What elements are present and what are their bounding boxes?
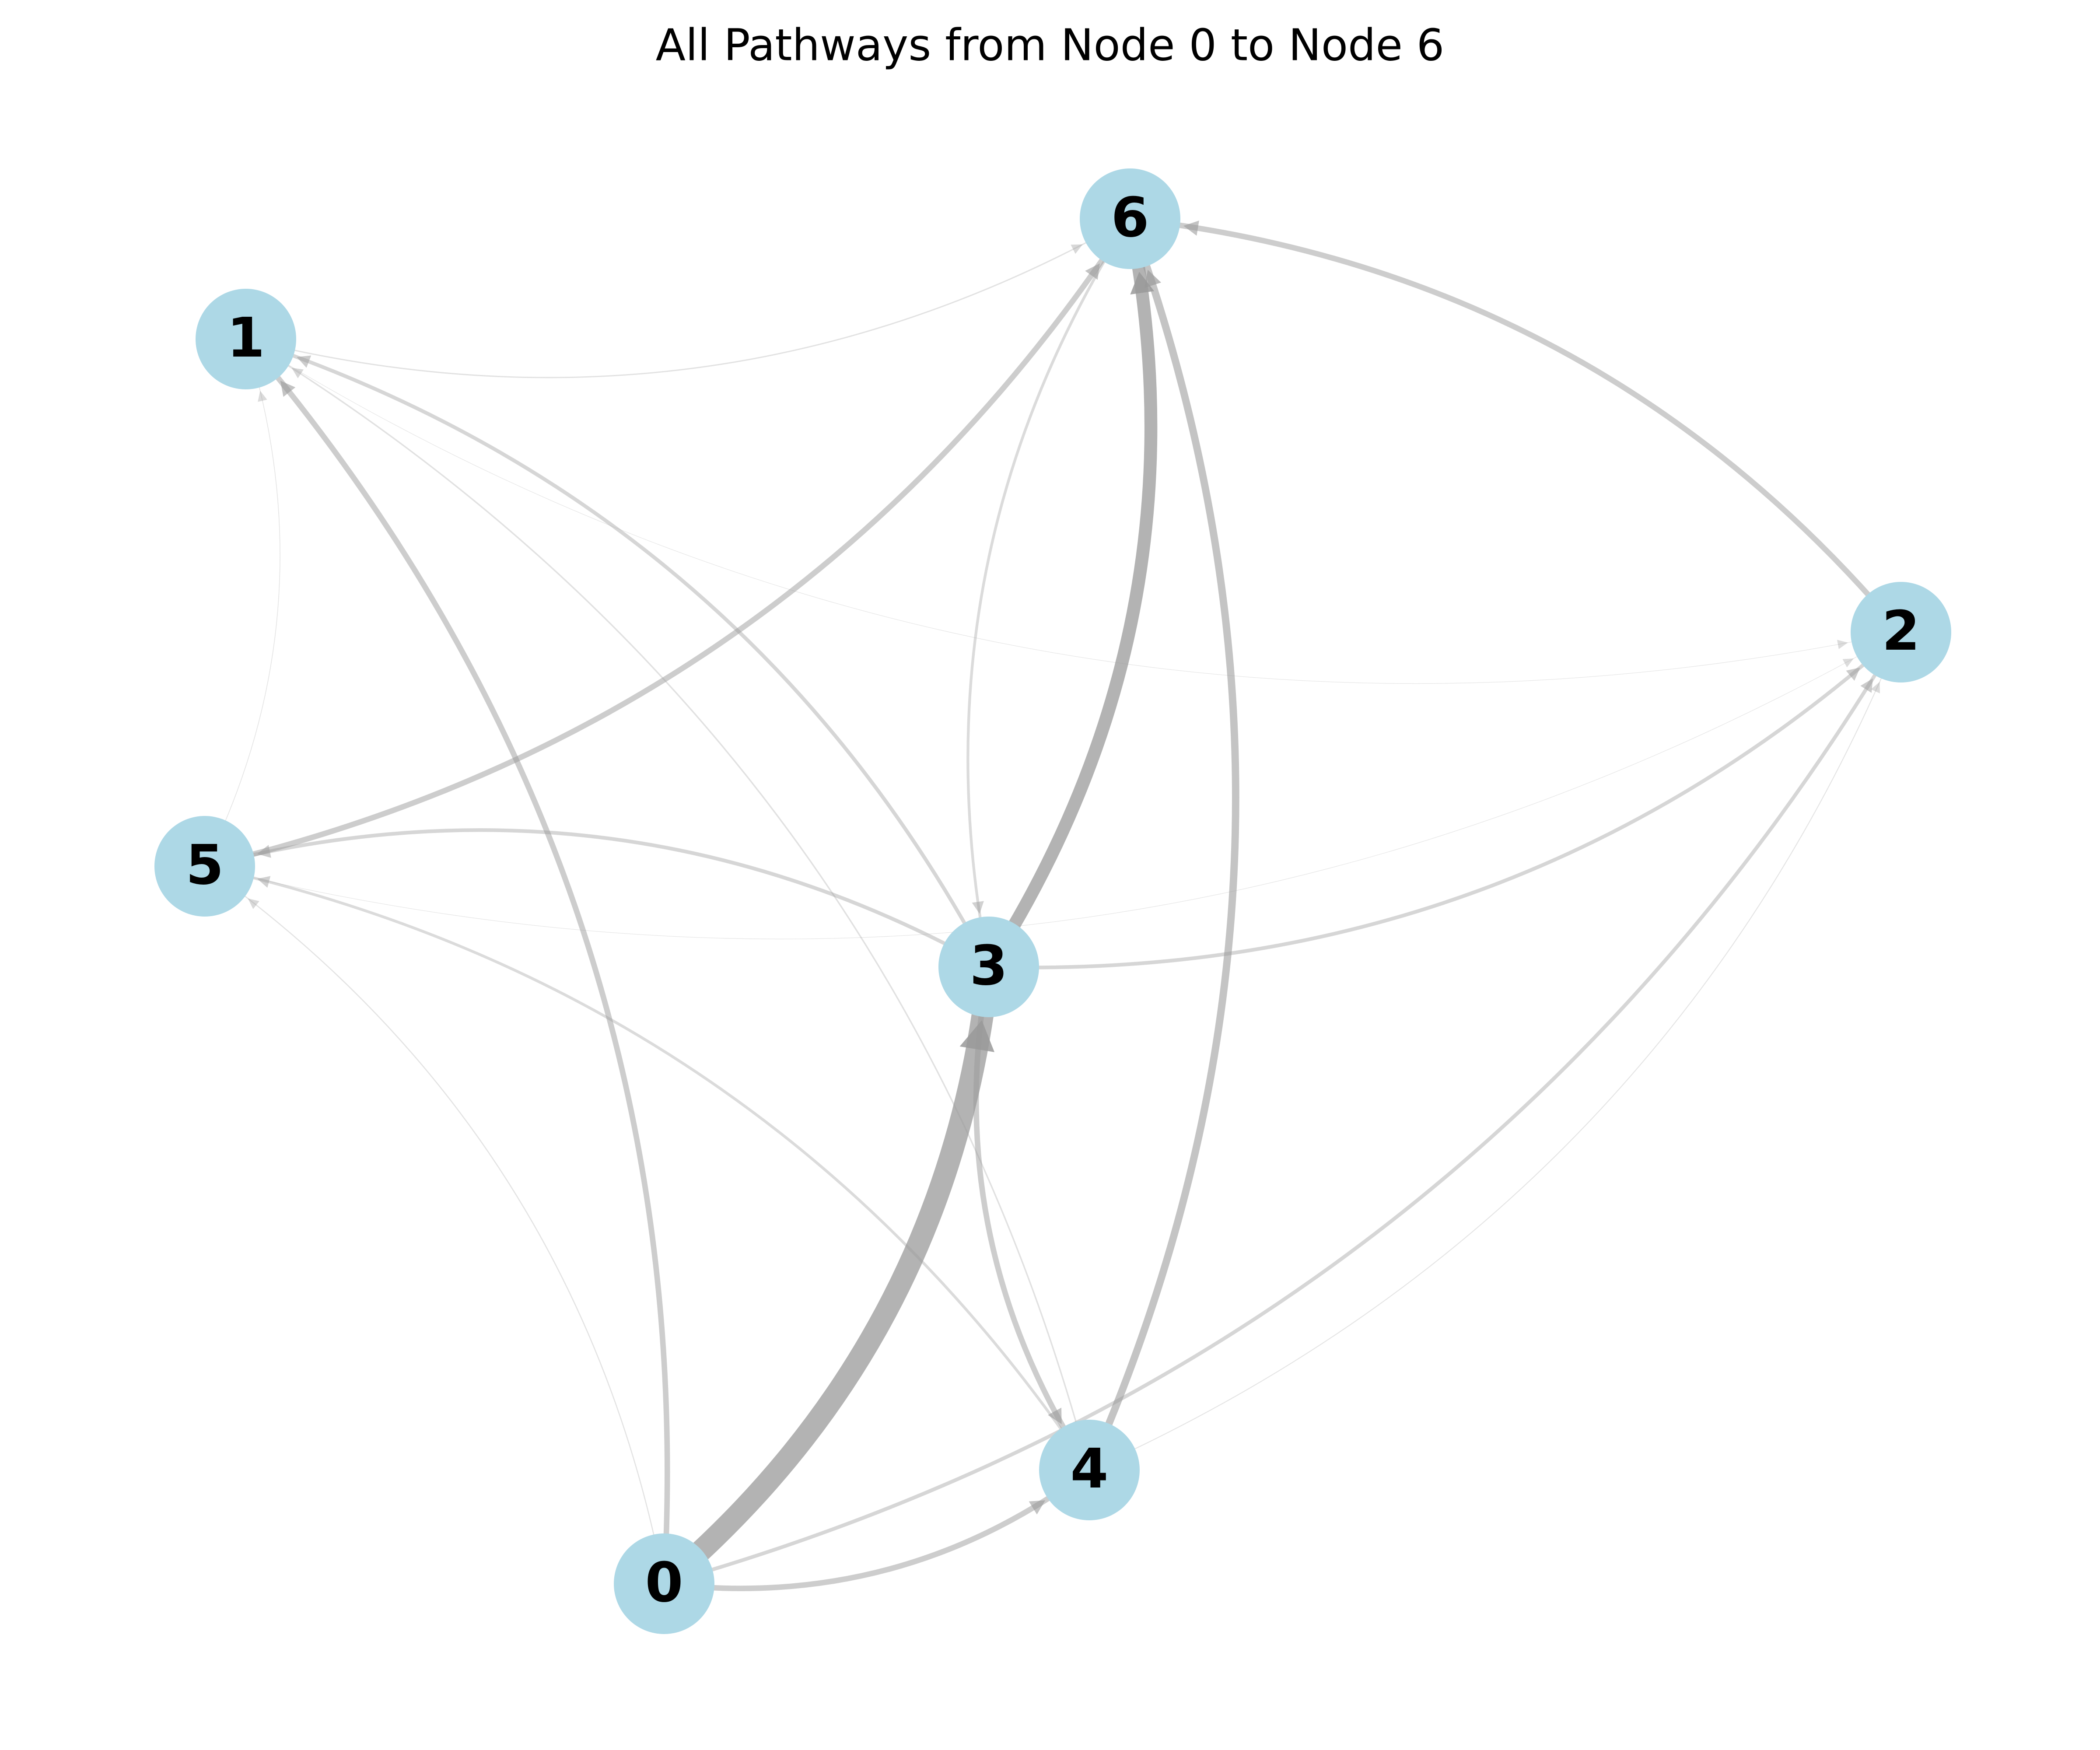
arrowhead-0-5 — [248, 898, 259, 909]
node-6-label: 6 — [1111, 186, 1149, 249]
node-5-circle — [154, 816, 255, 917]
edge-1-2 — [245, 339, 1901, 684]
arrowhead-4-2 — [1871, 682, 1880, 693]
node-1: 1 — [196, 289, 296, 389]
arrowhead-3-5 — [257, 845, 271, 858]
nodes-layer: 0 1 2 3 4 5 6 — [154, 168, 1951, 1634]
arrowhead-3-4 — [1048, 1407, 1062, 1424]
arrowhead-2-6 — [1183, 220, 1199, 236]
edge-3-4 — [973, 964, 1092, 1473]
node-6-circle — [1080, 168, 1180, 269]
edge-5-1 — [204, 339, 280, 867]
edge-0-5 — [204, 865, 665, 1585]
arrowhead-3-1 — [297, 355, 312, 368]
node-5: 5 — [154, 816, 255, 917]
node-4-label: 4 — [1071, 1437, 1109, 1501]
node-0: 0 — [614, 1533, 714, 1634]
arrowhead-5-1 — [258, 391, 267, 402]
edge-0-2 — [662, 630, 1903, 1586]
edge-3-6 — [982, 212, 1158, 973]
arrowhead-4-6 — [1144, 270, 1162, 288]
arrowhead-0-1 — [280, 381, 296, 397]
node-0-label: 0 — [645, 1551, 683, 1614]
edge-3-2 — [987, 630, 1903, 970]
edge-0-1 — [243, 336, 670, 1587]
arrowhead-0-3 — [959, 1020, 995, 1052]
edge-2-6 — [1127, 216, 1904, 635]
node-6: 6 — [1080, 168, 1180, 269]
edge-4-5 — [203, 864, 1091, 1472]
node-3-circle — [938, 917, 1039, 1017]
node-2-circle — [1851, 582, 1951, 682]
node-4-circle — [1039, 1420, 1140, 1520]
arrowhead-4-5 — [257, 876, 271, 888]
node-1-label: 1 — [227, 306, 265, 370]
node-3: 3 — [938, 917, 1039, 1017]
node-5-label: 5 — [186, 833, 224, 897]
node-4: 4 — [1039, 1420, 1140, 1520]
arrowhead-3-6 — [1130, 272, 1155, 295]
edge-3-1 — [244, 337, 991, 969]
chart-title: All Pathways from Node 0 to Node 6 — [656, 19, 1445, 70]
arrowhead-5-6 — [1085, 263, 1100, 280]
edge-4-6 — [1085, 215, 1239, 1474]
edge-3-5 — [203, 828, 991, 969]
edge-4-1 — [245, 338, 1090, 1471]
node-3-label: 3 — [970, 934, 1008, 998]
arrowhead-5-2 — [1842, 658, 1854, 668]
node-0-circle — [614, 1533, 714, 1634]
edge-0-3 — [653, 956, 1000, 1595]
arrowhead-0-4 — [1029, 1500, 1046, 1515]
edge-4-2 — [1088, 631, 1902, 1471]
edges-layer — [202, 212, 1904, 1595]
arrowhead-6-3 — [972, 901, 984, 914]
edge-6-3 — [966, 217, 1132, 969]
arrowhead-3-2 — [1846, 667, 1860, 681]
edge-5-6 — [202, 216, 1133, 869]
arrowhead-1-6 — [1071, 244, 1083, 254]
arrowhead-0-2 — [1860, 678, 1873, 693]
node-2-label: 2 — [1882, 599, 1920, 663]
edge-1-6 — [245, 218, 1131, 378]
edge-0-4 — [661, 1467, 1092, 1591]
arrowhead-1-2 — [1837, 640, 1848, 649]
node-2: 2 — [1851, 582, 1951, 682]
arrowhead-4-1 — [291, 368, 304, 378]
node-1-circle — [196, 289, 296, 389]
edge-5-2 — [204, 632, 1901, 939]
